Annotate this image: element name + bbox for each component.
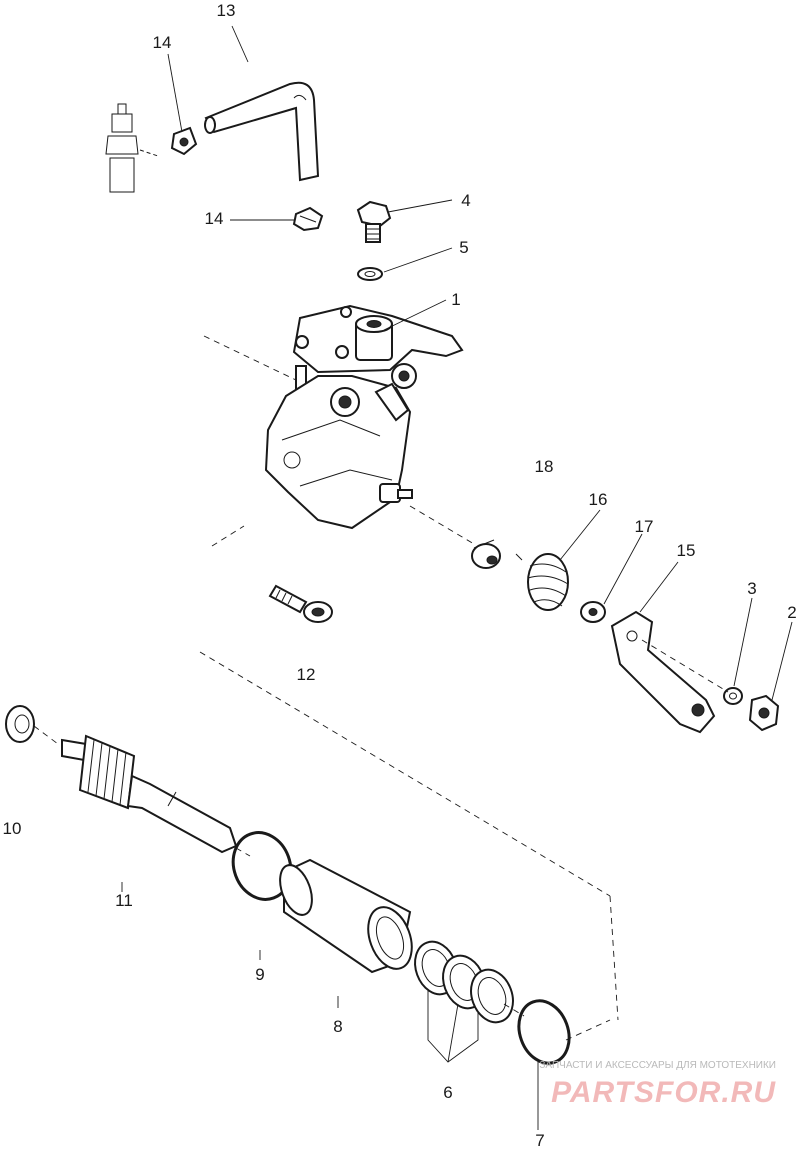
part-4-bolt bbox=[356, 200, 392, 243]
label-13: 13 bbox=[217, 1, 236, 20]
callout-labels: 13 14 14 4 5 1 18 16 17 15 3 2 12 10 11 … bbox=[3, 1, 797, 1150]
label-6: 6 bbox=[443, 1083, 452, 1102]
label-17: 17 bbox=[635, 517, 654, 536]
oil-line-fitting bbox=[105, 103, 159, 193]
label-9: 9 bbox=[255, 965, 264, 984]
assembly-centerlines bbox=[33, 335, 729, 1041]
part-3-lock-washer bbox=[723, 687, 743, 705]
label-1: 1 bbox=[451, 290, 460, 309]
part-9-o-ring bbox=[231, 831, 293, 901]
label-10: 10 bbox=[3, 819, 22, 838]
part-7-o-ring bbox=[517, 999, 571, 1065]
watermark-brand: PARTSFOR.RU bbox=[551, 1076, 776, 1109]
label-18: 18 bbox=[535, 457, 554, 476]
part-14-clamp-upper bbox=[170, 126, 198, 156]
part-13-hose bbox=[204, 81, 320, 182]
part-11-gear-shaft bbox=[61, 734, 238, 854]
part-16-spring bbox=[515, 553, 569, 611]
label-4: 4 bbox=[461, 191, 470, 210]
leader-lines bbox=[121, 25, 793, 1130]
label-7: 7 bbox=[535, 1131, 544, 1150]
part-18-collar bbox=[471, 539, 501, 569]
label-14-upper: 14 bbox=[153, 33, 172, 52]
label-5: 5 bbox=[459, 238, 468, 257]
watermark: ЗАПЧАСТИ И АКСЕССУАРЫ ДЛЯ МОТОТЕХНИКИ PA… bbox=[539, 1060, 776, 1109]
part-6-shims bbox=[414, 940, 514, 1024]
part-10-washer bbox=[5, 705, 35, 743]
label-12: 12 bbox=[297, 665, 316, 684]
label-8: 8 bbox=[333, 1017, 342, 1036]
label-15: 15 bbox=[677, 541, 696, 560]
part-5-washer bbox=[357, 267, 383, 281]
part-12-screw bbox=[268, 584, 333, 623]
label-16: 16 bbox=[589, 490, 608, 509]
part-15-lever bbox=[610, 610, 716, 734]
part-2-nut bbox=[748, 694, 780, 732]
watermark-caption: ЗАПЧАСТИ И АКСЕССУАРЫ ДЛЯ МОТОТЕХНИКИ bbox=[539, 1060, 776, 1071]
label-14-lower: 14 bbox=[205, 209, 224, 228]
part-14-clamp-lower bbox=[292, 206, 324, 232]
part-17-washer bbox=[580, 601, 606, 623]
label-2: 2 bbox=[787, 603, 796, 622]
label-3: 3 bbox=[747, 579, 756, 598]
label-11: 11 bbox=[115, 891, 133, 910]
part-8-sleeve bbox=[279, 858, 413, 974]
part-1-oil-pump bbox=[264, 304, 464, 530]
